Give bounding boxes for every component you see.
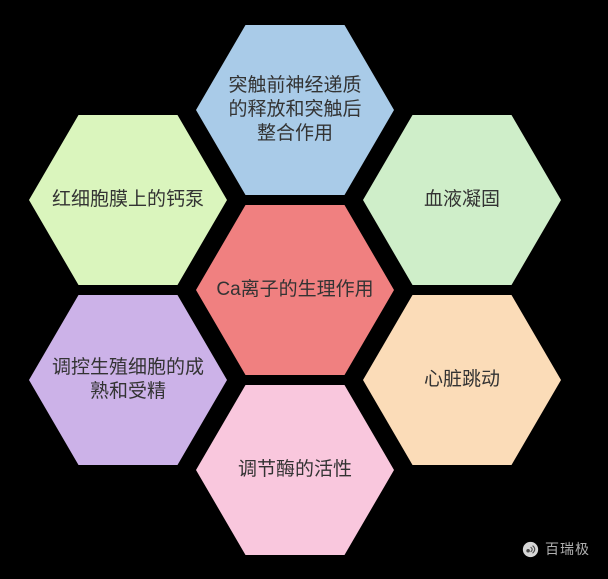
hexagon-center: Ca离子的生理作用	[196, 205, 394, 375]
hexagon-lower-left-label: 调控生殖细胞的成 熟和受精	[51, 357, 204, 402]
hexagon-upper-left-label: 红细胞膜上的钙泵	[51, 189, 204, 210]
hexagon-top-label: 突触前神经递质 的释放和突触后 整合作用	[228, 75, 362, 144]
hexagon-bottom: 调节酶的活性	[196, 385, 394, 555]
wechat-official-account-icon	[522, 541, 539, 558]
hexagon-lower-left: 调控生殖细胞的成 熟和受精	[29, 295, 227, 465]
watermark: 百瑞极	[522, 539, 590, 559]
hexagon-upper-right-label: 血液凝固	[423, 189, 500, 210]
hexagon-center-label: Ca离子的生理作用	[216, 279, 374, 300]
hexagon-upper-right: 血液凝固	[363, 115, 561, 285]
hexagon-top: 突触前神经递质 的释放和突触后 整合作用	[196, 25, 394, 195]
hexagon-lower-right: 心脏跳动	[363, 295, 561, 465]
hexagon-bottom-label: 调节酶的活性	[237, 459, 352, 480]
watermark-label: 百瑞极	[545, 541, 590, 557]
hexagon-lower-right-label: 心脏跳动	[423, 369, 500, 390]
hexagon-upper-left: 红细胞膜上的钙泵	[29, 115, 227, 285]
